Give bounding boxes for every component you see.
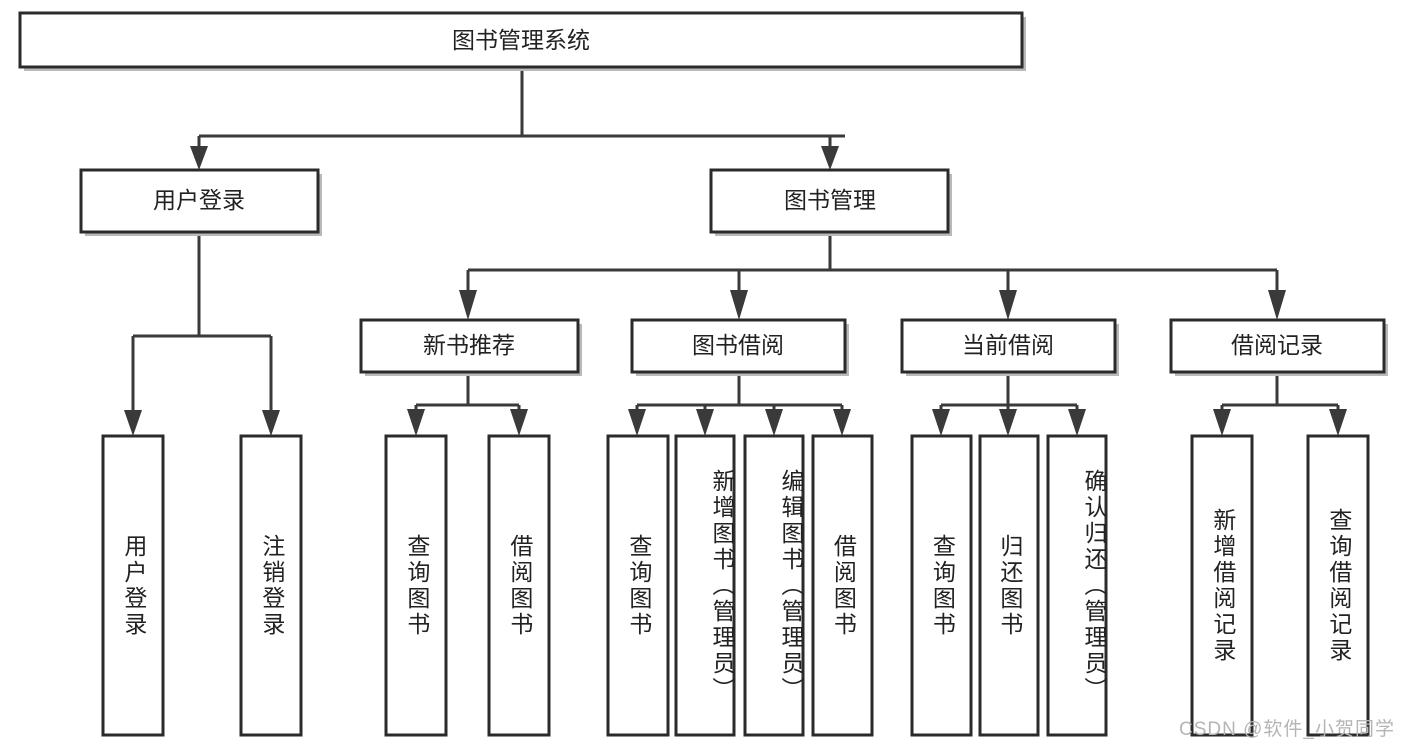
leaf-box-newbook-query[interactable] (384, 434, 448, 737)
leaf-box-borrow-lend[interactable] (811, 434, 874, 737)
leaf-box-current-query[interactable] (910, 434, 973, 737)
node-new-book-recommend-label: 新书推荐 (423, 332, 515, 358)
arrow-head-current (999, 290, 1017, 320)
arrow-head-record (1268, 290, 1286, 320)
arrow-head-record-leaf2 (1329, 409, 1347, 436)
arrow-head-current-leaf3 (1068, 409, 1086, 436)
leaf-box-newbook-borrow[interactable] (487, 434, 551, 737)
node-current-borrow-label: 当前借阅 (962, 332, 1054, 358)
node-layer: 图书管理系统 用户登录 图书管理 新书推荐 (18, 11, 1388, 737)
arrow-head-borrow-leaf4 (833, 409, 851, 436)
arrow-head-leaf-user-login (124, 410, 142, 436)
leaf-box-borrow-query[interactable] (606, 434, 670, 737)
arrow-head-newbook (459, 290, 477, 320)
leaf-box-group (101, 434, 1370, 737)
arrow-head-newbook-leaf1 (407, 409, 425, 436)
arrow-head-book-mgmt (821, 146, 839, 170)
arrow-head-borrow-leaf3 (765, 409, 783, 436)
node-user-login[interactable]: 用户登录 (79, 168, 322, 236)
leaf-box-user-login[interactable] (101, 434, 165, 737)
node-book-borrow[interactable]: 图书借阅 (630, 318, 849, 376)
arrow-head-leaf-user-logout (262, 410, 280, 436)
arrow-head-current-leaf2 (999, 409, 1017, 436)
edge-layer (124, 67, 1347, 436)
node-user-login-label: 用户登录 (153, 187, 245, 213)
node-current-borrow[interactable]: 当前借阅 (900, 318, 1119, 376)
arrow-head-user-login (190, 146, 208, 170)
arrow-head-borrow (730, 290, 748, 320)
arrow-head-newbook-leaf2 (510, 409, 528, 436)
leaf-box-borrow-add[interactable] (674, 434, 736, 737)
leaf-box-user-logout[interactable] (239, 434, 303, 737)
node-borrow-record[interactable]: 借阅记录 (1169, 318, 1388, 376)
node-book-management[interactable]: 图书管理 (709, 168, 952, 236)
node-book-management-label: 图书管理 (784, 187, 876, 213)
leaf-box-record-add[interactable] (1190, 434, 1254, 737)
arrow-head-borrow-leaf2 (696, 409, 714, 436)
node-root-label: 图书管理系统 (452, 27, 590, 53)
node-borrow-record-label: 借阅记录 (1231, 332, 1323, 358)
arrow-head-current-leaf1 (932, 409, 950, 436)
arrow-head-borrow-leaf1 (628, 409, 646, 436)
arrow-head-record-leaf1 (1213, 409, 1231, 436)
leaf-box-current-confirm[interactable] (1046, 434, 1108, 737)
node-root[interactable]: 图书管理系统 (18, 11, 1026, 71)
node-new-book-recommend[interactable]: 新书推荐 (359, 318, 582, 376)
node-book-borrow-label: 图书借阅 (692, 332, 784, 358)
leaf-box-borrow-edit[interactable] (743, 434, 805, 737)
leaf-box-record-query[interactable] (1306, 434, 1370, 737)
leaf-box-current-return[interactable] (978, 434, 1040, 737)
